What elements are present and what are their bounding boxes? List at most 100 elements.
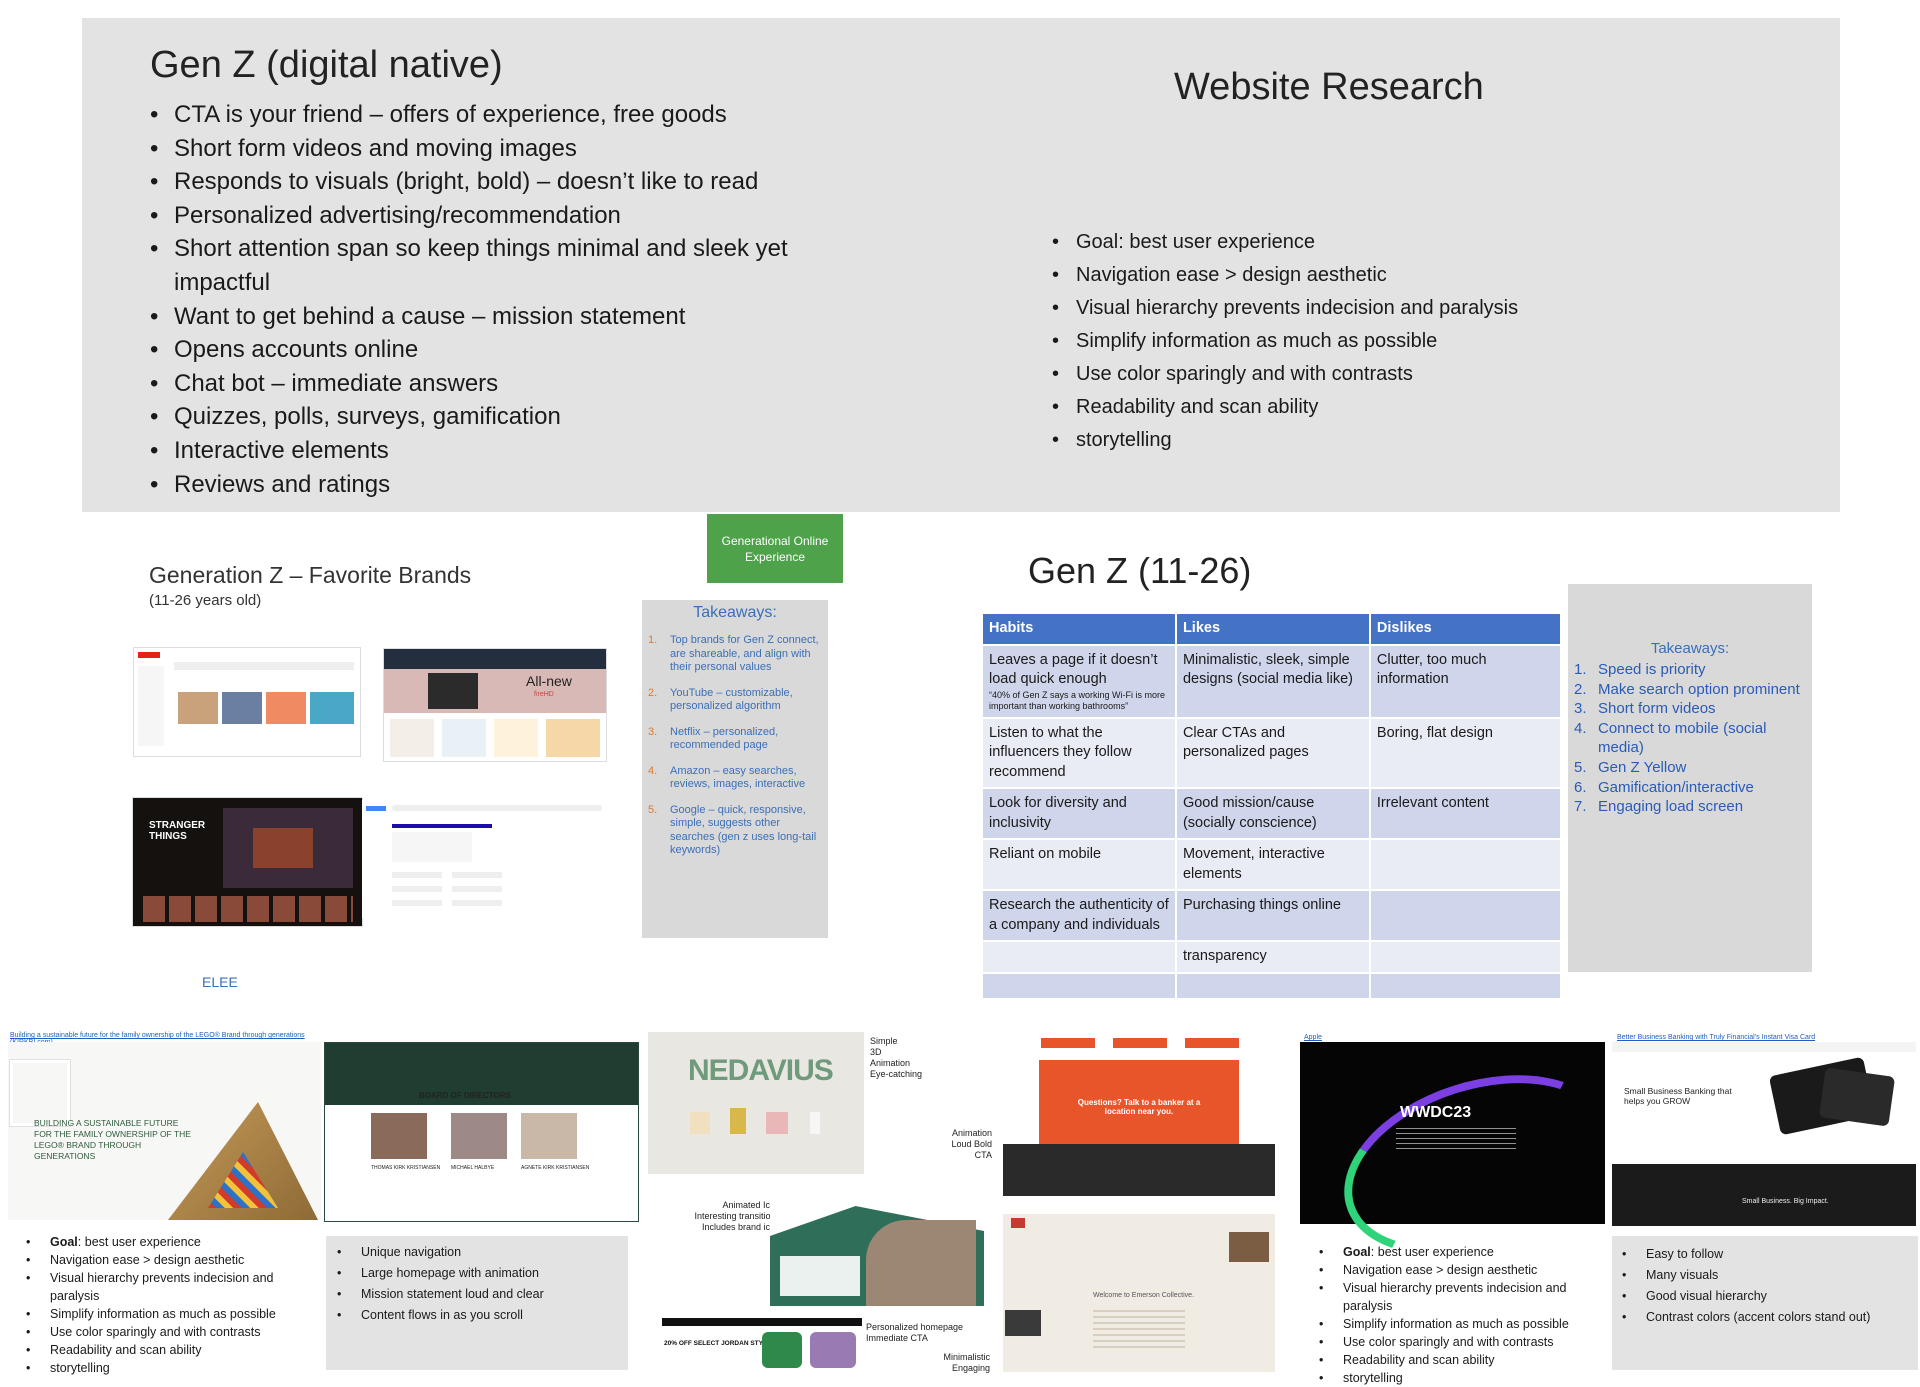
apple-wwdc-screenshot: WWDC23 [1300,1042,1635,1287]
apple-note-item-text: Readability and scan ability [1343,1353,1495,1367]
table-cell [1368,838,1563,891]
bank-banner-text: Questions? Talk to a banker at a locatio… [1077,1098,1201,1116]
genz-list-item: Interactive elements [150,434,800,468]
apple-note-item: Simplify information as much as possible [1319,1315,1614,1333]
genz-takeaway-item: 1.Speed is priority [1574,660,1806,680]
table-cell-text: Irrelevant content [1376,795,1489,811]
apple-note-item-text: storytelling [1343,1371,1403,1385]
table-cell: Irrelevant content [1368,787,1563,840]
table-cell-text: transparency [1182,948,1267,964]
apple-note-item-text: Navigation ease > design aesthetic [1343,1263,1538,1277]
table-row: transparency [981,940,1563,974]
generational-online-experience-box: Generational Online Experience [707,514,843,583]
jordan-promo-text: 20% OFF SELECT JORDAN STYLES [664,1340,776,1347]
table-cell: transparency [1174,940,1371,974]
website-research-list: Goal: best user experienceNavigation eas… [1052,226,1772,457]
kirkbi-notes-list: Goal: best user experienceNavigation eas… [26,1233,326,1377]
table-cell-text: Purchasing things online [1182,897,1341,913]
kirkbi-note-item-text: Use color sparingly and with contrasts [50,1325,261,1339]
board-name-1: THOMAS KIRK KRISTIANSEN [371,1165,441,1171]
genz-takeaway-item: 2.Make search option prominent [1574,680,1806,700]
table-cell: Good mission/cause (socially conscience) [1174,787,1371,840]
genz-takeaway-item: 5. Gen Z Yellow [1574,758,1806,778]
kirkbi-note-item-bold: Goal [50,1235,78,1249]
apple-note-item-text: Visual hierarchy prevents indecision and… [1343,1281,1567,1313]
brands-takeaway-item: 5.Google – quick, responsive, simple, su… [648,804,826,858]
brands-takeaway-item: 1.Top brands for Gen Z connect, are shar… [648,634,826,675]
brands-takeaway-item-text: Google – quick, responsive, simple, sugg… [670,803,817,857]
genz-takeaway-item-text: Gamification/interactive [1598,778,1754,796]
favorite-brands-title: Generation Z – Favorite Brands [149,562,472,588]
kirkbi-feature-item: Large homepage with animation [337,1263,627,1284]
brands-takeaway-item-text: Amazon – easy searches, reviews, images,… [670,764,806,791]
genz-list-item: Responds to visuals (bright, bold) – doe… [150,165,800,199]
table-cell [1368,940,1563,974]
apple-note-item: storytelling [1319,1369,1614,1387]
annotation-personalized: Personalized homepage Immediate CTA [866,1322,964,1343]
genz-takeaway-item: 4.Connect to mobile (social media) [1574,719,1806,758]
genz-takeaway-item: 3.Short form videos [1574,699,1806,719]
brands-takeaway-item-number: 3. [648,725,658,738]
google-screenshot [362,800,612,918]
annotation-minimalistic: Minimalistic Engaging [943,1352,990,1373]
table-cell-text: Minimalistic, sleek, simple designs (soc… [1182,651,1353,688]
table-cell-text: Boring, flat design [1376,724,1493,741]
genz-list: CTA is your friend – offers of experienc… [150,98,800,501]
table-cell: Clear CTAs and personalized pages [1174,716,1371,789]
genz-list-item: Short attention span so keep things mini… [150,232,800,299]
genz-list-item: CTA is your friend – offers of experienc… [150,98,800,132]
kirkbi-note-item-text: Simplify information as much as possible [50,1307,276,1321]
genz-takeaway-item-text: Make search option prominent [1598,680,1800,698]
website-research-item: Navigation ease > design aesthetic [1052,259,1772,292]
table-row: Research the authenticity of a company a… [981,889,1563,942]
truly-link[interactable]: Better Business Banking with Truly Finan… [1617,1034,1816,1041]
nedavius-logo: NEDAVIUS [688,1054,834,1087]
brands-takeaway-item: 2.YouTube – customizable, personalized a… [648,687,826,714]
truly-feature-item: Easy to follow [1622,1244,1912,1265]
website-research-item: Readability and scan ability [1052,391,1772,424]
apple-note-item-bold: Goal [1343,1245,1371,1259]
table-cell: Reliant on mobile [981,838,1177,891]
apple-notes-list: Goal: best user experienceNavigation eas… [1319,1243,1614,1387]
table-cell: Purchasing things online [1174,889,1371,942]
genz-table-title: Gen Z (11-26) [1028,550,1252,591]
table-cell: Movement, interactive elements [1174,838,1371,891]
elee-label: ELEE [202,974,238,990]
table-cell: Leaves a page if it doesn’t load quick e… [981,643,1177,719]
table-cell [1368,889,1563,942]
youtube-logo-icon [138,652,160,658]
table-cell-text: Clutter, too much information [1376,651,1487,688]
truly-feature-item: Many visuals [1622,1265,1912,1286]
brands-takeaway-item-number: 2. [648,686,658,699]
apple-note-item: Readability and scan ability [1319,1351,1614,1369]
truly-feature-item: Contrast colors (accent colors stand out… [1622,1307,1912,1328]
brands-takeaway-item: 4.Amazon – easy searches, reviews, image… [648,765,826,792]
board-title: BOARD OF DIRECTORS [419,1091,511,1100]
genz-title: Gen Z (digital native) [150,44,503,86]
genz-list-item: Short form videos and moving images [150,132,800,166]
genz-takeaway-item-number: 3. [1574,700,1587,718]
kirkbi-note-item: Use color sparingly and with contrasts [26,1323,326,1341]
kirkbi-note-item-text: Readability and scan ability [50,1343,202,1357]
table-cell-text: Leaves a page if it doesn’t load quick e… [989,651,1158,688]
emerson-screenshot: Welcome to Emerson Collective. [1003,1214,1275,1372]
table-cell: Minimalistic, sleek, simple designs (soc… [1174,643,1371,719]
genz-takeaway-item-number: 5. [1574,758,1587,776]
kirkbi-note-item: Navigation ease > design aesthetic [26,1251,326,1269]
kirkbi-note-item-text: : best user experience [77,1235,201,1249]
truly-hero-text: Small Business Banking that helps you GR… [1624,1086,1732,1106]
netflix-screenshot: STRANGER THINGS [132,797,363,927]
table-cell-text: Movement, interactive elements [1182,846,1325,882]
table-row: Listen to what the influencers they foll… [981,716,1563,789]
genz-takeaway-item-text: Gen Z Yellow [1598,758,1687,776]
genz-takeaways-box [1568,584,1812,972]
bank-screenshot: Questions? Talk to a banker at a locatio… [1003,1032,1275,1196]
brands-takeaway-item-text: Top brands for Gen Z connect, are sharea… [670,634,819,673]
apple-note-item-text: : best user experience [1370,1245,1494,1259]
apple-link[interactable]: Apple [1304,1034,1322,1041]
table-row: Leaves a page if it doesn’t load quick e… [981,643,1563,719]
genz-list-item: Want to get behind a cause – mission sta… [150,300,800,334]
